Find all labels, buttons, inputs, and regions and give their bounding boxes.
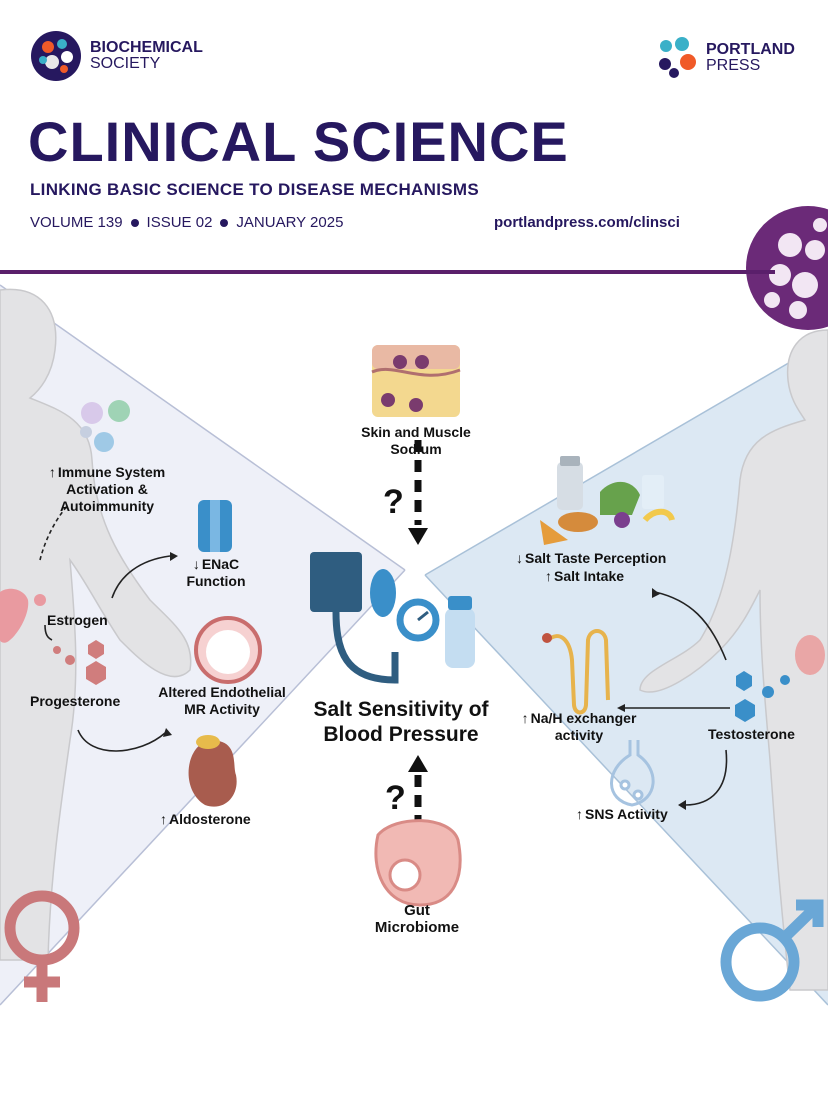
female-body — [0, 288, 192, 961]
male-body — [639, 329, 828, 991]
arrow-testosterone-to-sns — [684, 749, 728, 806]
gut-microbiome-label: Gut Microbiome — [374, 902, 460, 936]
arrowhead-down — [408, 528, 428, 545]
salt-intake-label: ↑Salt Intake — [545, 568, 625, 584]
center-title: Salt Sensitivity of Blood Pressure — [313, 698, 489, 746]
arrow-estrogen-to-enac — [111, 555, 171, 599]
biochemical-society-logo: BIOCHEMICAL SOCIETY — [30, 30, 203, 82]
salt-taste-label: ↓Salt Taste Perception — [516, 550, 667, 566]
blood-pressure-cuff-icon — [310, 552, 475, 684]
society-name-sub: SOCIETY — [90, 55, 161, 72]
arrowhead-up — [408, 755, 428, 772]
hormone-molecules-left — [53, 640, 106, 685]
female-symbol-icon — [4, 890, 80, 1002]
food-icon — [540, 456, 675, 545]
synapse-icon — [610, 740, 655, 807]
bullet-icon — [220, 218, 229, 227]
progesterone-label: Progesterone — [30, 693, 121, 709]
enac-channel-icon — [198, 500, 232, 552]
pathway-arrows — [39, 504, 730, 806]
sns-activity-label: ↑SNS Activity — [576, 806, 668, 822]
society-name: BIOCHEMICAL — [90, 39, 203, 56]
enac-label: ↓ENaC Function — [186, 556, 246, 589]
arrow-progesterone-to-endothelial — [77, 729, 166, 752]
immune-cells-icon — [80, 400, 130, 452]
cell-badge — [746, 206, 828, 330]
header-divider — [0, 270, 775, 274]
arrowheads — [163, 552, 686, 810]
arrow-estrogen-to-progesterone — [44, 624, 53, 641]
portland-press-logo: PORTLAND PRESS — [656, 36, 795, 80]
hormone-molecules-right — [735, 671, 790, 722]
journal-title: CLINICAL SCIENCE — [28, 110, 569, 173]
question-top: ? — [383, 483, 404, 521]
aldosterone-label: ↑Aldosterone — [160, 811, 251, 827]
issue-line: VOLUME 139 ISSUE 02 JANUARY 2025 — [30, 214, 343, 231]
volume: VOLUME 139 — [30, 214, 123, 231]
journal-url[interactable]: portlandpress.com/clinsci — [494, 214, 680, 231]
skin-muscle-sodium-label: Skin and Muscle Sodium — [361, 424, 471, 457]
testosterone-label: Testosterone — [708, 726, 795, 742]
testis-icon — [795, 635, 825, 675]
arrow-testosterone-to-salt — [654, 591, 727, 661]
gut-icon — [374, 819, 462, 907]
left-panel-edge — [0, 284, 406, 571]
nah-exchanger-label: ↑Na/H exchanger activity — [521, 710, 637, 743]
kidney-icon — [188, 735, 237, 807]
question-bottom: ? — [385, 779, 406, 817]
endothelial-ring-icon — [194, 616, 262, 684]
endothelial-label: Altered Endothelial MR Activity — [158, 684, 286, 717]
arrow-estrogen-to-immune — [39, 504, 69, 561]
skin-tissue-icon — [371, 345, 461, 417]
journal-subtitle: LINKING BASIC SCIENCE TO DISEASE MECHANI… — [30, 180, 479, 199]
right-panel-edge — [424, 339, 828, 576]
male-symbol-icon — [720, 899, 824, 1002]
uterus-icon — [0, 588, 46, 643]
date: JANUARY 2025 — [236, 214, 344, 231]
press-emblem-icon — [659, 37, 696, 78]
estrogen-label: Estrogen — [47, 612, 108, 628]
bullet-icon — [130, 218, 139, 227]
press-name: PORTLAND — [706, 41, 795, 58]
immune-label: ↑Immune System Activation & Autoimmunity — [48, 464, 166, 514]
society-emblem-icon — [31, 31, 81, 81]
issue: ISSUE 02 — [146, 214, 213, 231]
press-name-sub: PRESS — [706, 57, 761, 74]
nephron-icon — [542, 629, 610, 715]
right-panel — [425, 340, 828, 1005]
